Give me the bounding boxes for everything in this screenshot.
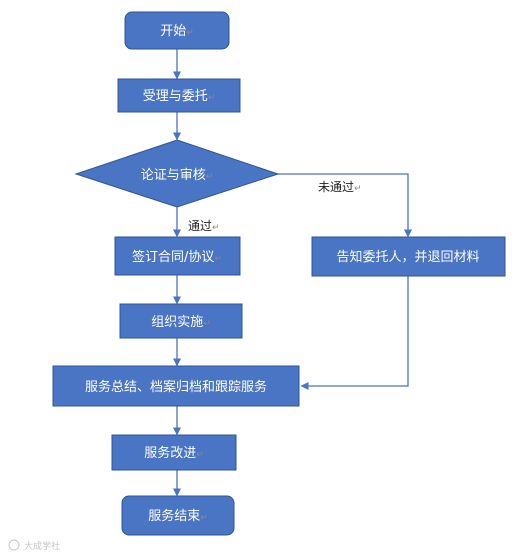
svg-text:服务结束↵: 服务结束↵ [148,508,208,524]
watermark-logo-icon [8,539,20,551]
node-summary-label: 服务总结、档案归档和跟踪服务 [85,379,267,395]
svg-text:服务总结、档案归档和跟踪服务: 服务总结、档案归档和跟踪服务 [85,379,267,395]
node-sign: 签订合同/协议↵ [114,236,241,276]
node-summary-shape [52,365,300,407]
svg-text:开始↵: 开始↵ [160,24,194,39]
node-improve-label: 服务改进 [144,445,196,461]
watermark: 大成学社 [8,539,60,552]
svg-text:组织实施↵: 组织实施↵ [151,315,211,330]
paragraph-mark: ↵ [212,223,220,233]
node-start-shape [124,11,230,50]
node-improve: 服务改进↵ [111,434,237,471]
node-notify: 告知委托人，并退回材料 [311,236,506,277]
node-review-shape [74,139,280,208]
node-notify-shape [311,236,506,277]
paragraph-mark: ↵ [186,28,194,38]
node-end: 服务结束↵ [121,495,235,536]
paragraph-mark: ↵ [206,172,214,182]
node-start: 开始↵ [124,11,230,50]
svg-text:通过↵: 通过↵ [188,219,220,233]
edge-notify-summary [300,276,409,390]
svg-text:论证与审核↵: 论证与审核↵ [141,168,214,183]
paragraph-mark: ↵ [203,319,211,329]
svg-text:服务改进↵: 服务改进↵ [144,445,204,461]
node-accept: 受理与委托↵ [117,78,241,113]
node-end-shape [121,495,235,536]
node-summary: 服务总结、档案归档和跟踪服务 [52,365,300,407]
svg-text:受理与委托↵: 受理与委托↵ [143,89,216,104]
node-implement: 组织实施↵ [119,303,243,339]
node-sign-shape [114,236,241,276]
svg-text:告知委托人，并退回材料: 告知委托人，并退回材料 [336,249,479,265]
paragraph-mark: ↵ [208,93,216,103]
node-notify-label: 告知委托人，并退回材料 [336,249,479,265]
paragraph-mark: ↵ [196,450,204,460]
edge-label-fail: 未通过 [318,180,354,194]
node-sign-label: 签订合同/协议 [132,249,214,265]
paragraph-mark: ↵ [214,254,222,264]
edge-review-notify [278,173,412,238]
paragraph-mark: ↵ [354,184,362,194]
node-start-label: 开始 [160,24,186,39]
node-improve-shape [111,434,237,471]
svg-text:未通过↵: 未通过↵ [318,180,362,194]
node-accept-label: 受理与委托 [143,89,208,104]
node-implement-shape [119,303,243,339]
watermark-text: 大成学社 [24,540,60,552]
node-review-label: 论证与审核 [141,168,206,183]
node-accept-shape [117,78,241,113]
paragraph-mark: ↵ [200,513,208,523]
edges [173,49,412,497]
svg-text:签订合同/协议↵: 签订合同/协议↵ [132,249,222,265]
node-implement-label: 组织实施 [151,315,203,330]
edge-label-pass: 通过 [188,219,212,233]
node-review: 论证与审核↵ [74,139,280,208]
node-end-label: 服务结束 [148,508,200,524]
